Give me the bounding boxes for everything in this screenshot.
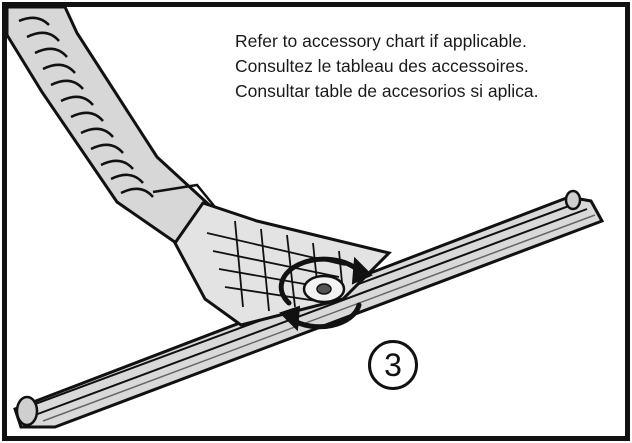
hose-illustration: [7, 7, 220, 249]
instruction-line-spanish: Consultar table de accesorios si aplica.: [235, 81, 539, 101]
instruction-text: Refer to accessory chart if applicable. …: [235, 29, 621, 104]
instruction-line-french: Consultez le tableau des accessoires.: [235, 56, 529, 76]
squeegee-illustration: [7, 7, 605, 429]
step-number-badge: 3: [368, 340, 418, 390]
rotate-arrows-icon: [278, 256, 373, 332]
squeegee-tool-illustration: [13, 189, 605, 429]
instruction-line-english: Refer to accessory chart if applicable.: [235, 31, 527, 51]
